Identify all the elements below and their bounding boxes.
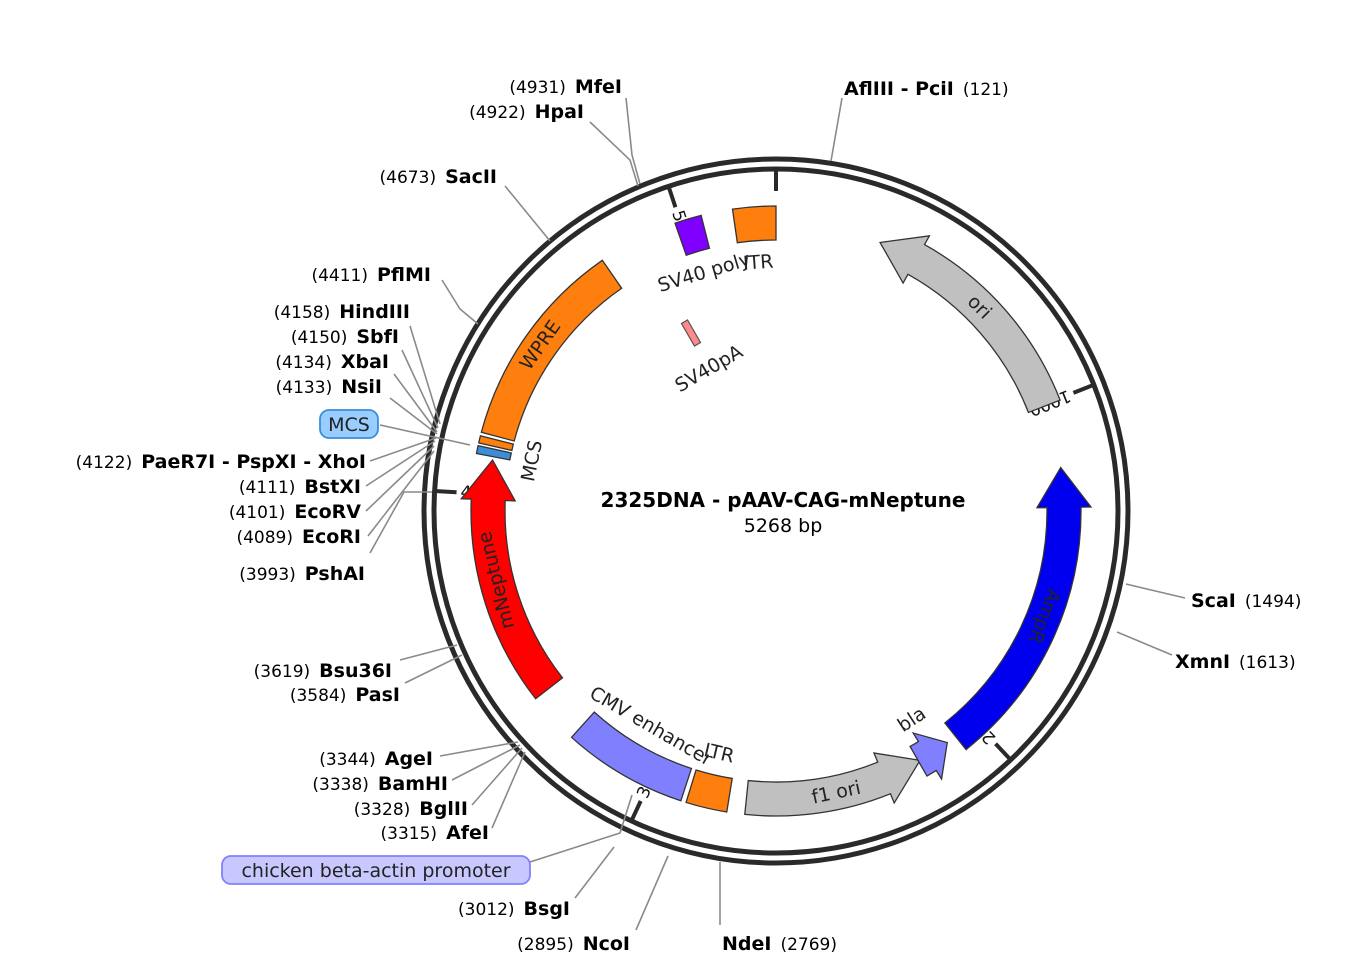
sv40pa-feature: SV40pA	[671, 319, 747, 397]
site-bamhi: (3338)BamHI	[312, 773, 448, 795]
feature-arc-mcs-orange	[477, 434, 515, 452]
site-paer7i-pspxi-xhoi: (4122)PaeR7I - PspXI - XhoI	[76, 451, 366, 473]
feature-arc-f1-ori	[744, 752, 922, 817]
leader-sacii	[504, 185, 551, 242]
feature-arc-cmv-enhancer	[570, 711, 693, 802]
site-nsii: (4133)NsiI	[276, 376, 382, 398]
leader-bglii	[471, 747, 523, 806]
feature-label-sv40-poly: SV40 poly	[655, 248, 753, 297]
site-bglii: (3328)BglII	[354, 798, 468, 820]
site-ndei: NdeI(2769)	[722, 933, 837, 955]
feature-label-mcs-blue: MCS	[517, 438, 547, 483]
site-mfei: (4931)MfeI	[509, 76, 622, 98]
site-xbai: (4134)XbaI	[275, 351, 389, 373]
leader-cba	[529, 794, 633, 863]
feature-arc-ampr	[943, 466, 1093, 751]
leader-pshai	[369, 491, 432, 554]
cba-promoter-callout: chicken beta-actin promoter	[221, 855, 531, 885]
leader-bstxi	[365, 440, 436, 487]
mcs-callout-box	[319, 409, 379, 439]
leader-pasi	[404, 654, 463, 684]
tick-3000	[630, 800, 643, 820]
tick-1000	[1072, 383, 1093, 395]
site-sbfi: (4150)SbfI	[291, 326, 399, 348]
plasmid-name: 2325DNA - pAAV-CAG-mNeptune	[601, 488, 966, 512]
feature-wpre: WPRE	[480, 259, 623, 442]
leader-hindiii	[409, 325, 441, 425]
leader-mfei	[625, 97, 641, 185]
site-bstxi: (4111)BstXI	[239, 476, 361, 498]
leader-paer7i	[369, 437, 437, 462]
site-leader-lines	[365, 97, 1186, 931]
backbone-inner-ring	[431, 166, 1121, 856]
feature-arc-sv40-poly	[674, 214, 711, 257]
site-ecori: (4089)EcoRI	[236, 526, 361, 548]
leader-mcs	[379, 424, 471, 446]
site-pasi: (3584)PasI	[290, 684, 400, 706]
feature-arc-itr-bottom	[685, 769, 733, 813]
feature-label-itr-top: ITR	[742, 251, 774, 275]
leader-hpai	[589, 121, 639, 187]
site-bsgi: (3012)BsgI	[458, 898, 570, 920]
feature-arc-wpre	[480, 259, 623, 442]
feature-label-bla: bla	[894, 703, 930, 737]
backbone-outer-ring	[421, 156, 1131, 866]
feature-mcs-orange	[477, 434, 515, 452]
leader-ncoi	[635, 855, 669, 931]
leader-xmni	[1116, 631, 1173, 656]
feature-itr-top: ITR	[731, 205, 777, 275]
site-afei: (3315)AfeI	[381, 822, 489, 844]
feature-arc-ori	[879, 235, 1061, 414]
site-scai: ScaI(1494)	[1191, 590, 1301, 612]
feature-itr-bottom: ITR	[685, 739, 736, 813]
site-hindiii: (4158)HindIII	[274, 301, 410, 323]
leader-ecori	[367, 450, 435, 537]
leader-pflmi	[441, 279, 479, 325]
plasmid-length: 5268 bp	[744, 515, 823, 537]
leader-bsu36i	[399, 644, 458, 661]
site-hpai: (4922)HpaI	[469, 101, 584, 123]
feature-f1-ori: f1 ori	[744, 752, 922, 817]
site-xmni: XmnI(1613)	[1175, 651, 1296, 673]
site-aflIII-pcii: AflIII - PciI(121)	[844, 78, 1009, 100]
feature-arc-mneptune	[459, 458, 564, 700]
mcs-callout: MCS	[319, 409, 379, 439]
cba-callout-box	[221, 855, 531, 885]
sv40pa-marker	[680, 319, 702, 347]
site-sacii: (4673)SacII	[380, 166, 497, 188]
leader-xbai	[393, 373, 438, 433]
leader-agei	[439, 741, 519, 757]
leader-bsgi	[574, 846, 615, 899]
feature-ori: ori	[879, 235, 1061, 414]
site-ecorv: (4101)EcoRV	[229, 501, 361, 523]
leader-bamhi	[451, 744, 521, 781]
leader-sbfi	[401, 349, 439, 429]
leader-afei	[491, 751, 526, 829]
feature-arc-mcs-blue	[475, 444, 513, 461]
site-pflmi: (4411)PflMI	[311, 264, 431, 286]
leader-aflIII	[830, 97, 843, 162]
sv40pa-label: SV40pA	[671, 341, 746, 397]
tick-2000	[994, 742, 1011, 760]
leader-scai	[1125, 583, 1186, 599]
mcs-callout-label: MCS	[328, 414, 370, 436]
feature-arc-itr-top	[731, 205, 777, 244]
leader-ecorv	[365, 445, 435, 512]
site-pshai: (3993)PshAI	[239, 563, 365, 585]
cba-callout-label: chicken beta-actin promoter	[241, 860, 510, 882]
site-bsu36i: (3619)Bsu36I	[254, 660, 392, 682]
feature-mneptune: mNeptune	[459, 458, 564, 700]
site-agei: (3344)AgeI	[319, 748, 433, 770]
site-ncoi: (2895)NcoI	[517, 933, 630, 955]
feature-arc-bla	[909, 731, 949, 781]
restriction-site-labels: (4931)MfeI (4922)HpaI AflIII - PciI(121)…	[76, 76, 1302, 955]
tick-5000	[667, 187, 678, 208]
leader-nsii	[389, 397, 438, 435]
tick-4000	[436, 489, 457, 495]
